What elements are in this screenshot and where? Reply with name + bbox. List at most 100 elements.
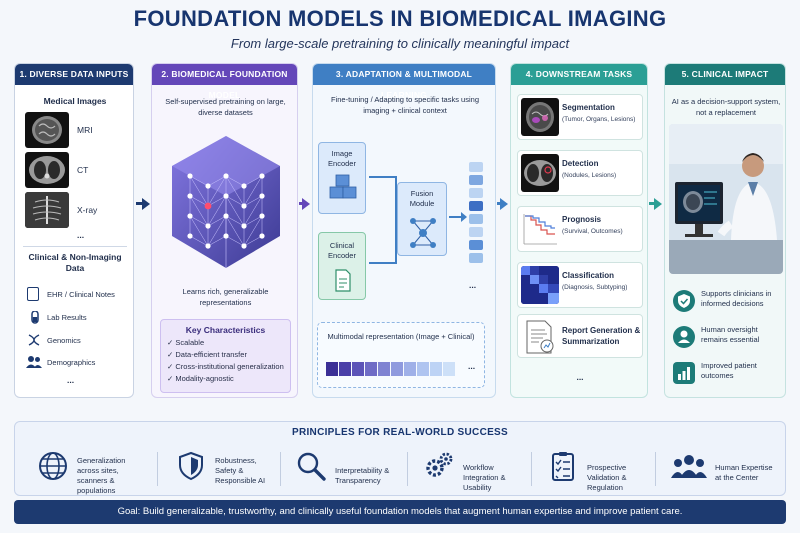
principle-item: Human Expertise at the Center [671,444,781,490]
column-heading: 2. BIOMEDICAL FOUNDATION MODEL [152,64,297,100]
task-card: Report Generation & Summarization [517,314,643,358]
person-icon [673,326,695,348]
principles-divider [655,452,656,486]
clinical-data-title: Clinical & Non-Imaging Data [28,252,122,273]
principles-divider [157,452,158,486]
column-data-inputs: 1. DIVERSE DATA INPUTS Medical Images MR… [14,63,134,398]
clinical-item: Demographics [47,358,96,367]
survival-curve-icon [521,210,559,248]
page-title: FOUNDATION MODELS IN BIOMEDICAL IMAGING [133,6,667,31]
impact-item: Human oversight remains essential [671,322,781,358]
key-characteristics-box: Key Characteristics ✓ Scalable ✓ Data-ef… [160,319,291,393]
shield-icon [175,450,207,482]
impact-item: Improved patient outcomes [671,358,781,394]
clinical-item: Genomics [47,336,81,345]
cubes-icon [329,173,357,212]
column-heading: 3. ADAPTATION & MULTIMODAL LEARNING [313,64,495,100]
ct-thumbnail [25,152,69,188]
flow-arrow-line [649,202,655,205]
connector-line [369,176,395,178]
task-card: Prognosis (Survival, Outcomes) [517,206,643,252]
gears-icon [423,450,455,482]
images-more: ... [77,230,85,240]
embedding-vector [469,162,483,282]
clinical-item: Lab Results [47,313,87,322]
impact-item: Supports clinicians in informed decision… [671,286,781,322]
task-card: Classification (Diagnosis, Subtyping) [517,262,643,308]
checklist-icon [547,450,579,482]
key-item: ✓ Cross-institutional generalization [167,362,284,371]
fusion-module-box: Fusion Module [397,182,447,256]
globe-icon [37,450,69,482]
flow-arrow-line [299,202,304,205]
connector-line [449,216,463,218]
neural-network-cube-icon [166,132,286,279]
model-outcome: Learns rich, generalizable representatio… [182,287,269,307]
flow-arrow-line [497,202,502,205]
connector-line [369,262,395,264]
dna-icon [27,333,41,352]
test-tube-icon [29,310,41,330]
flow-arrow-head [500,198,508,210]
adaptation-intro: Fine-tuning / Adapting to specific tasks… [330,95,479,115]
clinical-item: EHR / Clinical Notes [47,290,115,299]
xray-label: X-ray [77,205,98,215]
medical-images-title: Medical Images [43,96,107,106]
key-item: ✓ Data-efficient transfer [167,350,247,359]
magnifier-icon [295,450,327,482]
people-icon [26,355,42,374]
principle-item: Workflow Integration & Usability [423,444,538,492]
connector-line [395,176,397,264]
principle-item: Prospective Validation & Regulation [547,444,657,492]
impact-intro: AI as a decision-support system, not a r… [671,97,781,117]
flow-arrow-head [654,198,662,210]
xray-thumbnail [25,192,69,228]
column-foundation-model: 2. BIOMEDICAL FOUNDATION MODEL Self-supe… [151,63,298,398]
principle-item: Generalization across sites, scanners & … [37,444,147,495]
mri-label: MRI [77,125,93,135]
image-encoder-box: Image Encoder [318,142,366,214]
clinical-more: ... [67,375,75,385]
principle-item: Interpretability & Transparency [295,444,415,490]
clinical-encoder-box: Clinical Encoder [318,232,366,300]
goal-banner: Goal: Build generalizable, trustworthy, … [14,500,786,524]
multimodal-representation-box: Multimodal representation (Image + Clini… [317,322,485,388]
representation-more: ... [468,361,476,371]
flow-arrow-head [142,198,150,210]
column-heading: 1. DIVERSE DATA INPUTS [15,64,133,85]
principles-divider [407,452,408,486]
document-icon [334,269,352,298]
column-clinical-impact: 5. CLINICAL IMPACT AI as a decision-supp… [664,63,786,398]
key-item: ✓ Scalable [167,338,205,347]
principle-item: Robustness, Safety & Responsible AI [175,444,285,490]
task-card: Segmentation (Tumor, Organs, Lesions) [517,94,643,140]
model-intro: Self-supervised pretraining on large, di… [165,97,286,117]
bar-chart-icon [673,362,695,384]
principles-panel: PRINCIPLES FOR REAL-WORLD SUCCESS Genera… [14,421,786,496]
confusion-matrix-icon [521,266,559,304]
key-item: ✓ Modality-agnostic [167,374,234,383]
flow-arrow-head [302,198,310,210]
task-card: Detection (Nodules, Lesions) [517,150,643,196]
column-adaptation: 3. ADAPTATION & MULTIMODAL LEARNING Fine… [312,63,496,398]
flow-arrow-line [136,202,143,205]
divider [23,246,127,247]
report-icon [521,318,559,356]
mri-thumbnail [25,112,69,148]
page-subtitle: From large-scale pretraining to clinical… [230,36,570,51]
tasks-more: ... [576,372,584,382]
key-characteristics-title: Key Characteristics [185,325,266,335]
connector-arrow-head [461,212,467,222]
column-downstream-tasks: 4. DOWNSTREAM TASKS Segmentation (Tumor,… [510,63,648,398]
people-icon [671,450,707,482]
representation-bar [326,362,466,381]
network-icon [409,217,437,254]
clinician-workstation-illustration [669,124,783,274]
segmentation-image [521,98,559,136]
column-heading: 5. CLINICAL IMPACT [665,64,785,85]
column-heading: 4. DOWNSTREAM TASKS [511,64,647,85]
clipboard-icon [27,287,39,301]
shield-check-icon [673,290,695,312]
detection-image [521,154,559,192]
ct-label: CT [77,165,89,175]
